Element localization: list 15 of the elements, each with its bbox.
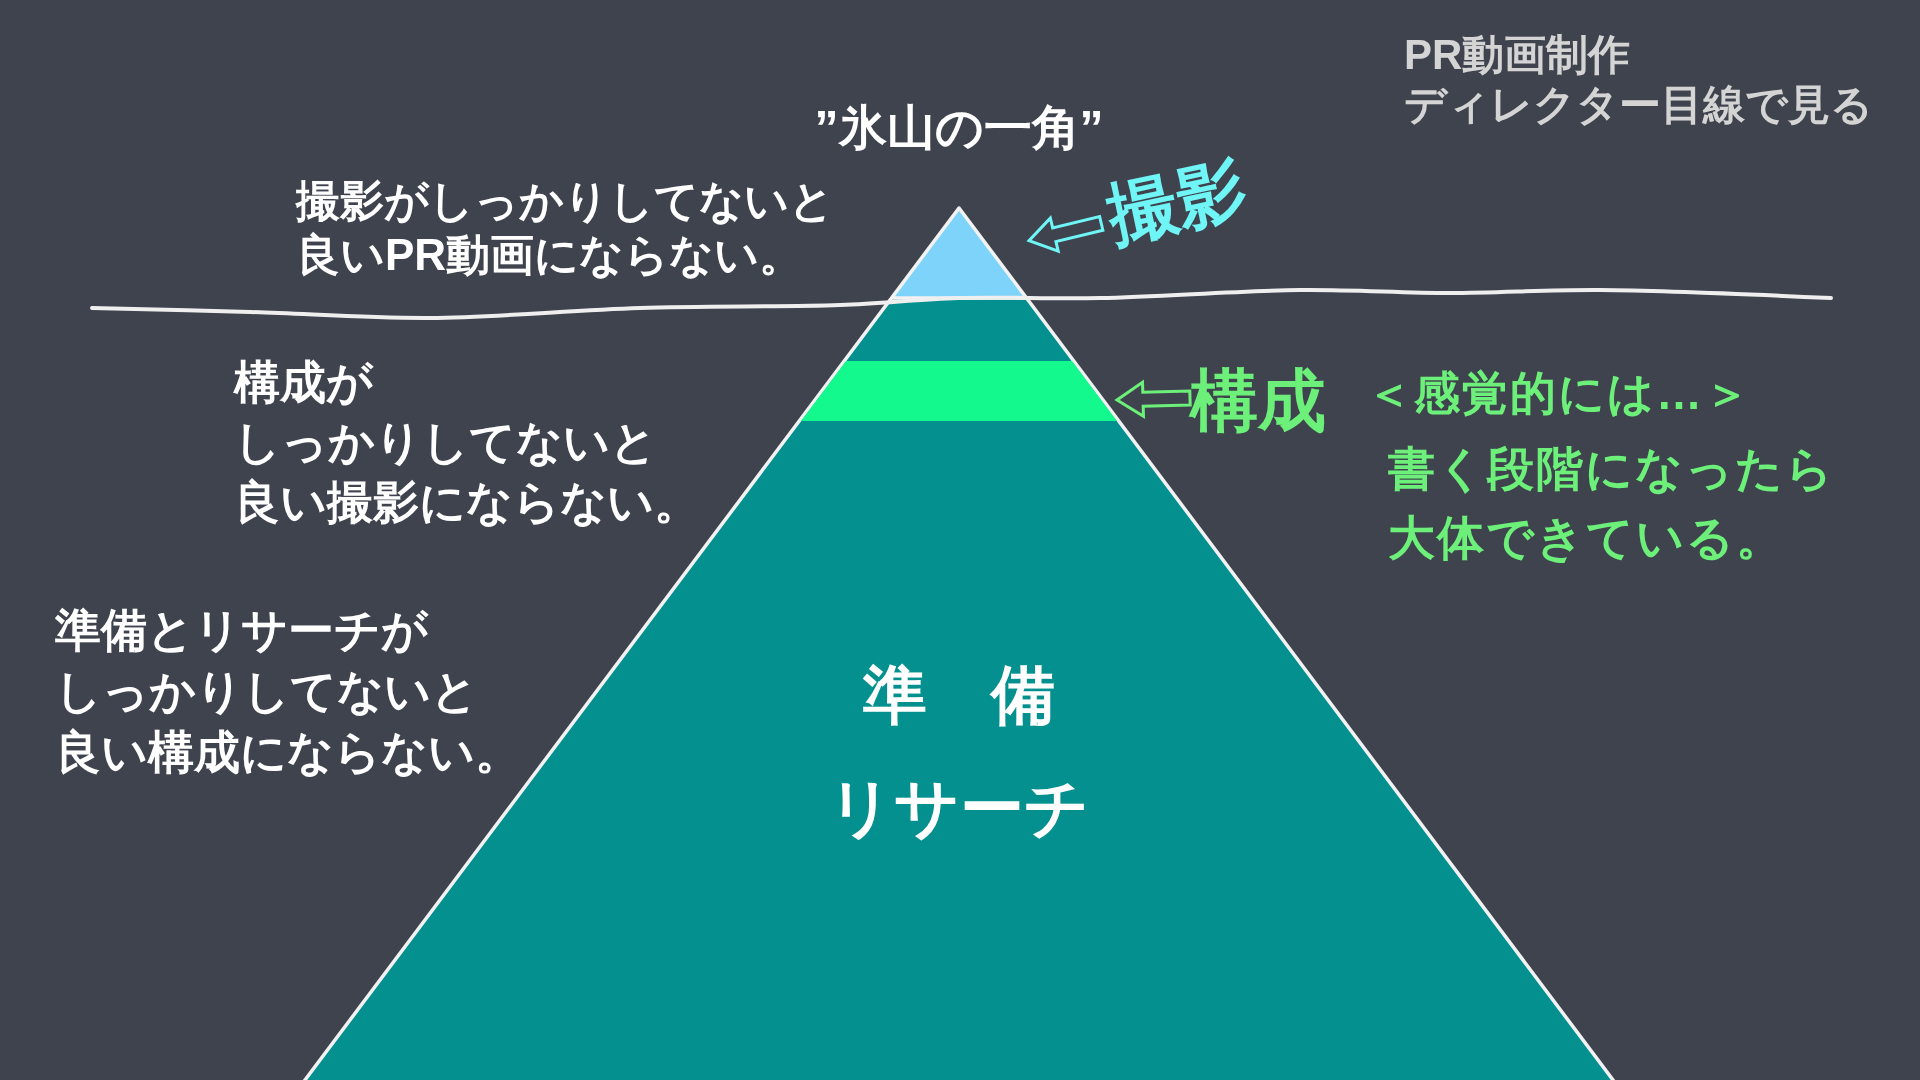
subtitle-text: PR動画制作ディレクター目線で見る (1404, 30, 1873, 130)
highlight-band (801, 361, 1117, 421)
note-text: 書く段階になったら大体できている。 (1388, 441, 1835, 566)
note-heading: ＜感覚的には…＞ (1366, 366, 1752, 421)
hollow-arrow (1114, 379, 1192, 419)
stage-label: 撮影 (1101, 153, 1253, 251)
iceberg-tip (889, 205, 1029, 299)
note-text: 構成がしっかりしてないと良い撮影にならない。 (234, 355, 700, 530)
layer-label: 準 備 (863, 663, 1055, 727)
stage-label: 構成 (1190, 366, 1326, 434)
note-text: 撮影がしっかりしてないと良いPR動画にならない。 (296, 175, 834, 281)
layer-label: リサーチ (828, 776, 1090, 840)
hollow-arrow (1026, 214, 1105, 254)
title-text: ”氷山の一角” (814, 100, 1104, 156)
note-text: 準備とリサーチがしっかりしてないと良い構成にならない。 (55, 603, 521, 780)
